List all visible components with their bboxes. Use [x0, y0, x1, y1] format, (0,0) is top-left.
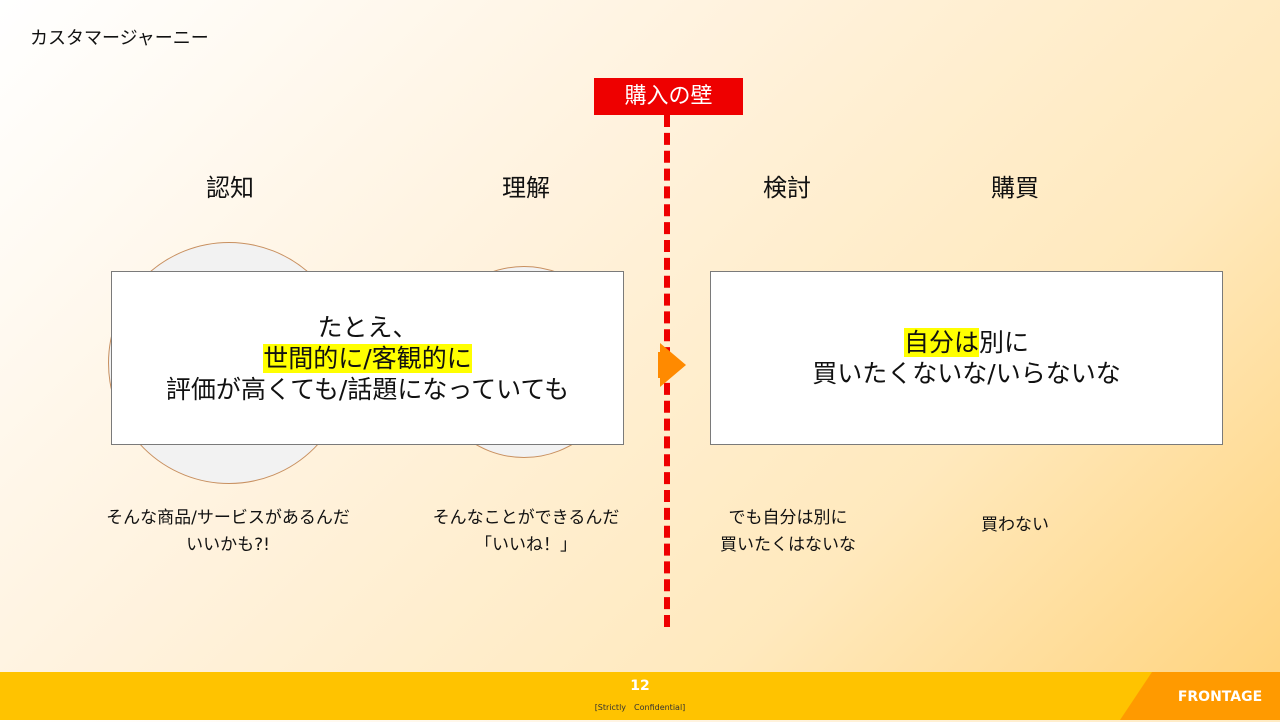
- slide-title: カスタマージャーニー: [30, 28, 209, 49]
- footer-bar: [0, 672, 1280, 720]
- purchase-wall-label: 購入の壁: [594, 78, 743, 115]
- right-box-highlight: 自分は: [903, 328, 979, 357]
- left-box-highlight: 世間的に/客観的に: [263, 343, 472, 373]
- caption-consideration-line-2: 買いたくはないな: [720, 535, 856, 555]
- right-arrow-icon: [660, 343, 686, 387]
- left-box-line-1: たとえ、: [317, 312, 418, 342]
- caption-awareness-line-1: そんな商品/サービスがあるんだ: [106, 508, 350, 528]
- stage-purchase: 購買: [991, 174, 1039, 202]
- stage-consideration: 検討: [763, 174, 811, 202]
- stage-awareness: 認知: [206, 174, 254, 202]
- right-box-line-1-rest: 別に: [979, 328, 1030, 357]
- caption-understanding-line-1: そんなことができるんだ: [432, 508, 620, 528]
- caption-understanding-line-2: 「いいね！」: [475, 535, 577, 555]
- right-box-line-2: 買いたくないな/いらないな: [812, 359, 1121, 388]
- left-box-line-3: 評価が高くても/話題になっていても: [165, 374, 570, 404]
- brand-logo: FRONTAGE: [1177, 689, 1263, 705]
- stage-understanding: 理解: [502, 174, 550, 202]
- page-number: 12: [630, 678, 650, 694]
- caption-consideration-line-1: でも自分は別に: [728, 508, 848, 528]
- caption-awareness: そんな商品/サービスがあるんだ いいかも?!: [78, 505, 378, 559]
- caption-purchase-line-1: 買わない: [981, 515, 1049, 535]
- objective-evaluation-box: たとえ、 世間的に/客観的に 評価が高くても/話題になっていても: [111, 271, 624, 445]
- confidential-label: [Strictly Confidential]: [594, 703, 686, 712]
- caption-purchase: 買わない: [955, 512, 1075, 539]
- caption-consideration: でも自分は別に 買いたくはないな: [698, 505, 878, 559]
- subjective-rejection-box: 自分は別に 買いたくないな/いらないな: [710, 271, 1223, 445]
- caption-awareness-line-2: いいかも?!: [186, 535, 270, 555]
- caption-understanding: そんなことができるんだ 「いいね！」: [406, 505, 646, 559]
